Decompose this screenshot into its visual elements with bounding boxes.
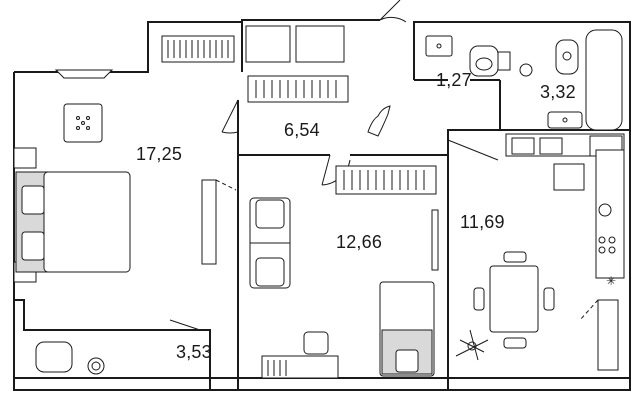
dog-figure	[367, 105, 391, 137]
living-furniture	[249, 197, 439, 379]
kitchen-fixtures: ✳	[505, 133, 625, 371]
area-label-bathroom: 3,32	[540, 82, 576, 102]
doors	[169, 0, 499, 331]
bathroom-fixtures	[547, 29, 623, 131]
bedroom-furniture	[13, 69, 237, 283]
area-label-bedroom: 17,25	[136, 144, 183, 164]
balcony-furniture	[35, 341, 105, 375]
wardrobes	[161, 25, 437, 195]
area-label-toilet: 1,27	[436, 70, 472, 90]
area-label-kitchen: 11,69	[460, 212, 505, 232]
area-label-hall: 6,54	[284, 120, 320, 140]
svg-text:✳: ✳	[606, 274, 616, 288]
dining-table	[455, 251, 555, 361]
area-label-balcony: 3,53	[176, 342, 212, 362]
toilet-fixtures	[425, 35, 533, 77]
area-label-living-room: 12,66	[336, 232, 383, 252]
